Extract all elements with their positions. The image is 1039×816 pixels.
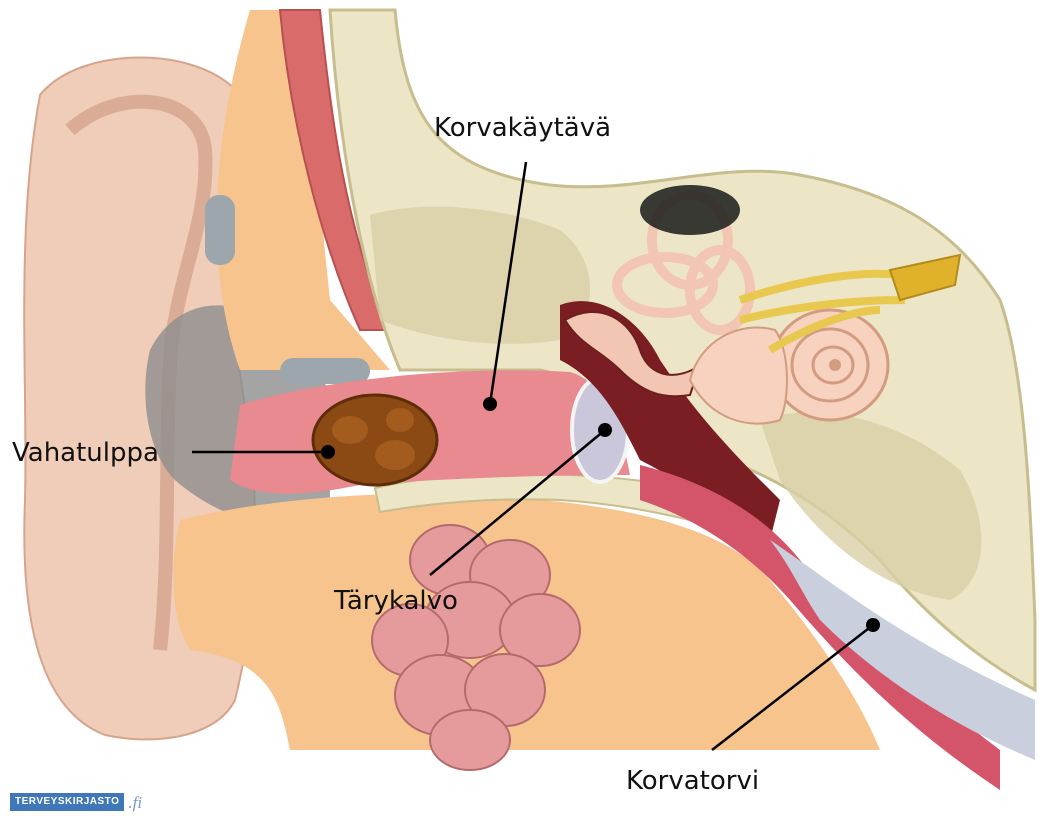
logo-wordmark: Terveyskirjasto xyxy=(10,793,124,811)
leader-dot-earwax xyxy=(321,445,335,459)
leader-dot-eustachian xyxy=(866,618,880,632)
vestibule xyxy=(640,185,740,235)
label-ear-canal: Korvakäytävä xyxy=(434,115,611,141)
leader-dot-eardrum xyxy=(598,423,612,437)
label-eardrum: Tärykalvo xyxy=(334,588,458,614)
cartilage-piece-1 xyxy=(205,195,235,265)
cochlea xyxy=(772,310,888,420)
terveyskirjasto-logo: Terveyskirjasto .fi xyxy=(10,792,142,812)
leader-dot-ear-canal xyxy=(483,397,497,411)
label-eustachian-tube: Korvatorvi xyxy=(626,768,759,794)
earwax-plug xyxy=(313,395,437,485)
logo-domain-suffix: .fi xyxy=(128,794,142,811)
label-earwax-plug: Vahatulppa xyxy=(12,440,159,466)
cartilage-piece-2 xyxy=(280,358,370,384)
